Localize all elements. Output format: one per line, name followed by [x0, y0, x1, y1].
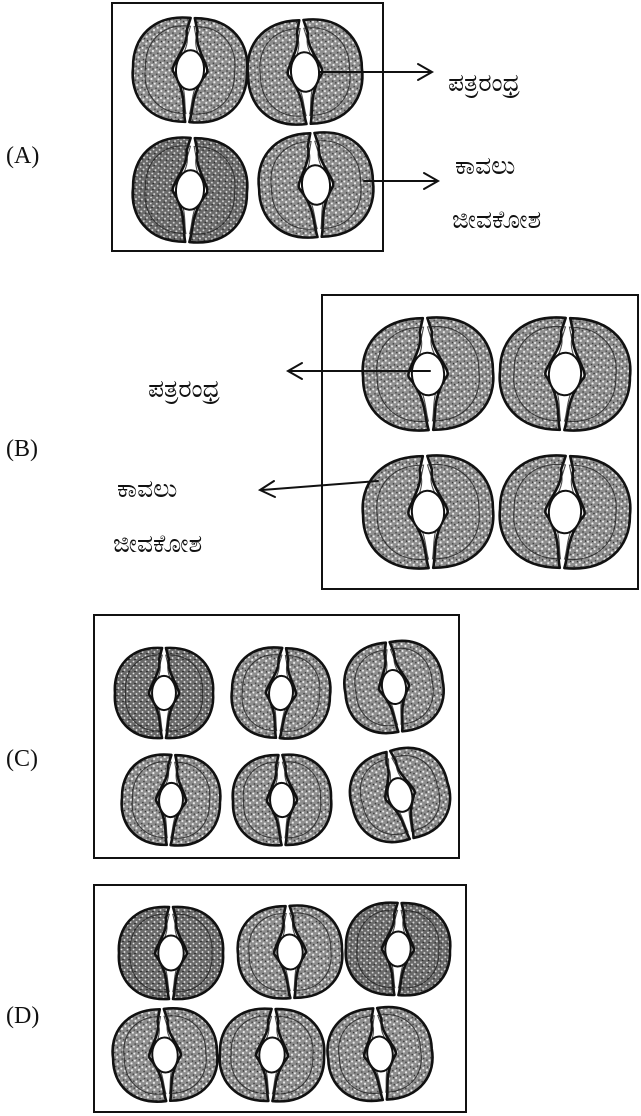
panel-b-pore-arrow — [285, 362, 431, 380]
stomatal-pore — [269, 781, 295, 819]
stomatal-pore — [547, 489, 583, 535]
guard-cell-left — [361, 454, 430, 570]
guard-cell-right — [313, 131, 375, 239]
panel-d-stoma-4 — [111, 1007, 219, 1103]
guard-cell-right — [563, 316, 632, 432]
panel-a-guard-arrow — [363, 172, 441, 190]
stomatal-pore — [151, 1036, 179, 1074]
guard-cell-right — [188, 136, 249, 244]
panel-a-pore-arrow — [319, 63, 435, 81]
stomatal-pore — [268, 674, 294, 712]
stomatal-pore — [547, 351, 583, 397]
panel-a-frame — [111, 2, 384, 252]
panel-b-frame — [321, 294, 639, 590]
panel-b-stoma-3 — [361, 454, 495, 570]
stomatal-pore — [384, 930, 412, 968]
guard-cell-right — [288, 904, 344, 1000]
guard-cell-right — [388, 639, 445, 733]
guard-cell-left — [230, 646, 284, 740]
guard-cell-left — [117, 905, 171, 1001]
guard-cell-left — [120, 753, 173, 847]
panel-a-pore-label: ಪತ್ರರಂಧ್ರ — [448, 68, 520, 97]
panel-a-guard-label-line2: ಜೀವಕೋಶ — [452, 205, 542, 234]
panel-a-stoma-1 — [131, 16, 249, 124]
guard-cell-right — [162, 1007, 219, 1103]
guard-cell-right — [171, 905, 225, 1001]
stomatal-pore — [151, 674, 177, 712]
stomatal-pore — [410, 489, 446, 535]
stomatal-pore — [158, 781, 184, 819]
guard-cell-right — [169, 753, 222, 847]
panel-c-frame — [93, 614, 460, 859]
guard-cell-left — [343, 641, 400, 735]
panel-c-stoma-5 — [231, 753, 333, 847]
guard-cell-right — [426, 316, 495, 432]
option-label-c: (C) — [6, 746, 38, 772]
guard-cell-right — [563, 454, 632, 570]
guard-cell-left — [131, 16, 192, 124]
stomatal-pore — [157, 934, 185, 972]
panel-d-stoma-2 — [236, 904, 344, 1000]
panel-c-stoma-4 — [120, 753, 222, 847]
guard-cell-left — [257, 131, 319, 239]
panel-d-stoma-3 — [344, 901, 452, 997]
panel-d-frame — [93, 884, 467, 1113]
guard-cell-left — [231, 753, 283, 847]
panel-a-guard-label-line1: ಕಾವಲು — [455, 151, 516, 180]
option-label-b: (B) — [6, 436, 38, 462]
panel-c-stoma-3 — [343, 639, 445, 735]
guard-cell-left — [498, 316, 567, 432]
panel-a-stoma-3 — [131, 136, 249, 244]
option-label-d: (D) — [6, 1003, 40, 1029]
guard-cell-right — [271, 1007, 326, 1103]
stomatal-pore — [174, 49, 206, 91]
guard-cell-right — [375, 1005, 434, 1101]
guard-cell-right — [164, 646, 215, 740]
panel-b-stoma-2 — [498, 316, 632, 432]
panel-c-stoma-6 — [348, 746, 452, 844]
guard-cell-left — [326, 1007, 385, 1103]
panel-d-stoma-1 — [117, 905, 225, 1001]
guard-cell-left — [113, 646, 164, 740]
stomatal-pore — [258, 1036, 286, 1074]
guard-cell-left — [111, 1007, 168, 1103]
stomatal-pore — [174, 169, 206, 211]
stomatal-pore — [289, 51, 321, 93]
panel-c-stoma-2 — [230, 646, 332, 740]
panel-b-stoma-1 — [361, 316, 495, 432]
guard-cell-left — [344, 901, 399, 997]
panel-d-stoma-6 — [326, 1005, 434, 1103]
guard-cell-left — [236, 904, 292, 1000]
guard-cell-right — [281, 753, 333, 847]
stomatal-pore — [380, 668, 408, 706]
panel-b-guard-label-line1: ಕಾವಲು — [117, 474, 178, 503]
option-label-a: (A) — [6, 143, 40, 169]
stomatal-pore — [366, 1035, 394, 1073]
stomatal-pore — [410, 351, 446, 397]
guard-cell-left — [246, 18, 308, 126]
guard-cell-right — [188, 16, 249, 124]
guard-cell-left — [131, 136, 192, 244]
panel-c-stoma-1 — [113, 646, 215, 740]
guard-cell-left — [218, 1007, 273, 1103]
stomatal-pore — [300, 164, 332, 206]
panel-a-stoma-4 — [257, 131, 375, 239]
guard-cell-right — [426, 454, 495, 570]
panel-b-guard-label-line2: ಜೀವಕೋಶ — [113, 529, 203, 558]
guard-cell-left — [361, 316, 430, 432]
guard-cell-right — [397, 901, 452, 997]
guard-cell-left — [498, 454, 567, 570]
stomatal-pore — [276, 933, 304, 971]
stomatal-pore — [386, 777, 414, 813]
panel-b-stoma-4 — [498, 454, 632, 570]
panel-b-guard-arrow — [257, 480, 379, 498]
panel-d-stoma-5 — [218, 1007, 326, 1103]
guard-cell-right — [278, 646, 332, 740]
panel-b-pore-label: ಪತ್ರರಂಧ್ರ — [148, 374, 220, 403]
